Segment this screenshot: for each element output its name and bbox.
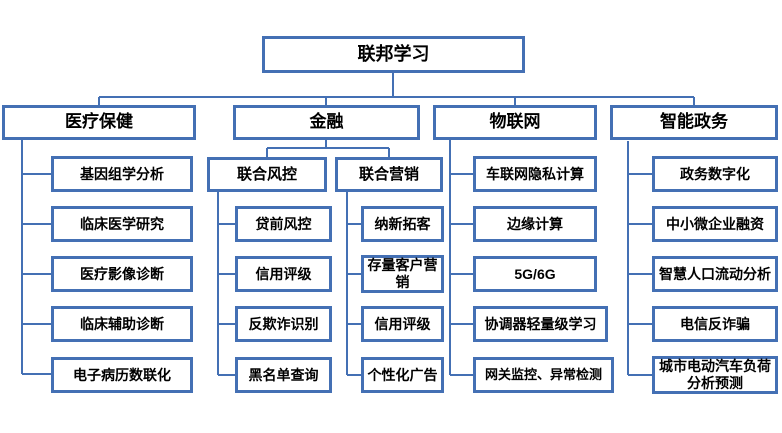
- connector-iot-children: [449, 140, 473, 376]
- node-pre-loan-risk-control: 贷前风控: [235, 206, 332, 242]
- node-credit-rating-marketing: 信用评级: [361, 306, 444, 342]
- node-healthcare: 医疗保健: [2, 105, 196, 140]
- node-edge-computing: 边缘计算: [473, 206, 597, 242]
- node-federated-learning: 联邦学习: [262, 36, 525, 73]
- node-gateway-monitoring-anomaly-detection: 网关监控、异常检测: [473, 357, 614, 393]
- connector-finance-to-groups: [266, 140, 390, 157]
- node-sme-financing: 中小微企业融资: [652, 206, 778, 242]
- node-population-flow-analysis: 智慧人口流动分析: [652, 256, 778, 292]
- node-blacklist-query: 黑名单查询: [235, 357, 332, 393]
- connector-smartgov-children: [627, 141, 652, 376]
- node-medical-imaging-diagnosis: 医疗影像诊断: [51, 256, 193, 292]
- node-joint-risk-control: 联合风控: [207, 157, 327, 192]
- node-personalized-ads: 个性化广告: [361, 357, 444, 393]
- node-gov-digitalization: 政务数字化: [652, 156, 778, 192]
- node-customer-acquisition: 纳新拓客: [361, 206, 444, 242]
- node-iot: 物联网: [433, 105, 597, 140]
- connector-marketing-children: [346, 192, 361, 376]
- connector-root-to-branches: [98, 73, 695, 105]
- node-existing-customer-marketing: 存量客户营销: [361, 255, 444, 293]
- node-anti-fraud-detection: 反欺诈识别: [235, 306, 332, 342]
- node-clinical-medical-research: 临床医学研究: [51, 206, 193, 242]
- node-smart-government: 智能政务: [610, 105, 778, 140]
- node-joint-marketing: 联合营销: [335, 157, 443, 192]
- connector-risk-control-children: [217, 192, 235, 376]
- node-genomics-analysis: 基因组学分析: [51, 156, 193, 192]
- node-clinical-assisted-diagnosis: 临床辅助诊断: [51, 306, 193, 342]
- node-finance: 金融: [233, 105, 420, 140]
- node-telecom-anti-fraud: 电信反诈骗: [652, 306, 778, 342]
- node-5g-6g: 5G/6G: [473, 256, 597, 292]
- node-credit-rating-risk: 信用评级: [235, 256, 332, 292]
- node-iov-privacy-computing: 车联网隐私计算: [473, 156, 597, 192]
- node-ev-load-forecast: 城市电动汽车负荷分析预测: [652, 356, 778, 394]
- node-coordinator-lightweight-learning: 协调器轻量级学习: [473, 306, 608, 342]
- connector-healthcare-children: [21, 140, 51, 375]
- node-electronic-medical-records: 电子病历数联化: [51, 357, 193, 393]
